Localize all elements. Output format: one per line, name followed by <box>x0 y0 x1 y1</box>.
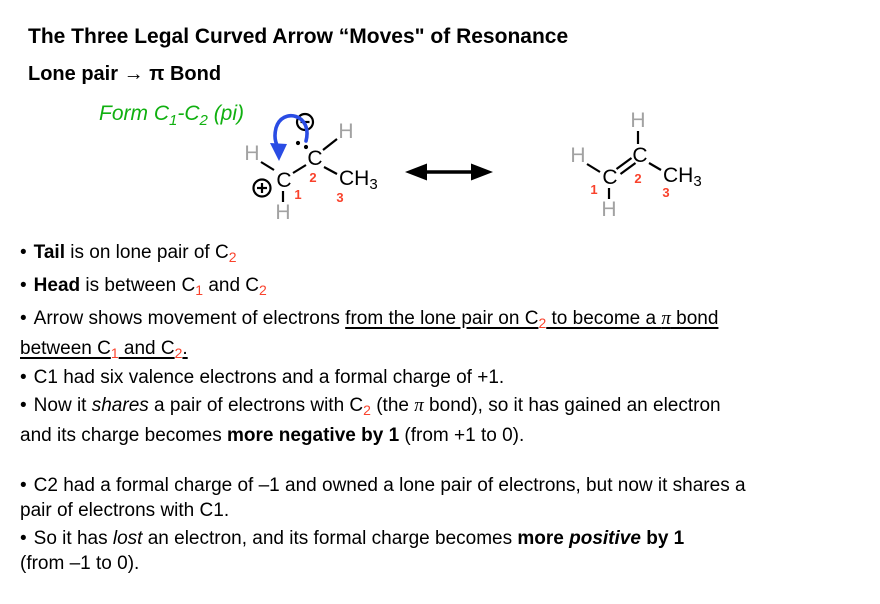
bullet-text: Head <box>33 275 81 296</box>
bullet-text: pair of electrons with C1. <box>20 500 230 521</box>
bullet-dot: • <box>20 367 27 388</box>
bullet-head: • Head is between C1 and C2 <box>20 273 865 303</box>
red-subscript: 1 <box>110 345 119 361</box>
bullet-text-italic: shares <box>91 395 149 416</box>
carbon-number-3: 3 <box>336 190 343 205</box>
bullet-text: bond), so it has gained an electron <box>423 395 721 416</box>
bond-h-c1 <box>260 161 275 171</box>
annotation-form-c1-c2-pi: Form C1-C2 (pi) <box>99 102 244 129</box>
bullet-arrow-movement: • Arrow shows movement of electrons from … <box>20 306 865 366</box>
bullet-text: between C <box>20 338 111 359</box>
bullet-c1-shares: • Now it shares a pair of electrons with … <box>20 393 865 448</box>
bullet-dot: • <box>20 242 27 263</box>
bullet-text: So it has <box>33 528 113 549</box>
lone-pair-dots-icon <box>295 140 309 150</box>
bullet-text: and C <box>203 275 260 296</box>
page-title: The Three Legal Curved Arrow “Moves" of … <box>28 25 569 48</box>
annotation-sub2: 2 <box>199 112 208 129</box>
carbon-number-1: 1 <box>590 182 597 197</box>
bullet-text: an electron, and its formal charge becom… <box>142 528 518 549</box>
bullet-text: C1 had six valence electrons and a forma… <box>33 367 505 388</box>
bullet-text: and C <box>118 338 175 359</box>
bullet-dot: • <box>20 475 27 496</box>
bullet-group-c2-explanation: • C2 had a formal charge of –1 and owned … <box>20 473 865 579</box>
atom-h-top: H <box>630 109 645 132</box>
pi-symbol: π <box>661 308 671 329</box>
atom-h-left: H <box>570 144 585 167</box>
bond-h-c1 <box>586 163 601 173</box>
atom-h-left: H <box>244 142 259 165</box>
atom-c2: C <box>307 147 322 170</box>
pi-symbol: π <box>414 395 424 416</box>
atom-c1: C <box>276 169 291 192</box>
bullet-text: . <box>182 338 188 359</box>
carbon-number-2: 2 <box>309 170 316 185</box>
double-bond-line-2 <box>619 162 637 175</box>
bullet-dot: • <box>20 528 27 549</box>
red-subscript: 2 <box>538 315 547 331</box>
positive-charge-icon <box>252 178 272 198</box>
double-bond-line-1 <box>615 157 633 170</box>
bullet-text: bond <box>670 308 719 329</box>
bullet-group-arrow-description: •Tail is on lone pair of C2 •Head is bet… <box>20 240 865 369</box>
red-subscript: 2 <box>228 249 237 265</box>
bullet-text: to become a <box>546 308 662 329</box>
bullet-c2-lost-electron: • So it has lost an electron, and its for… <box>20 526 865 576</box>
annotation-text: (pi) <box>207 102 245 125</box>
bullet-dot: • <box>20 308 27 329</box>
bullet-dot: • <box>20 275 27 296</box>
annotation-text: -C <box>177 102 200 125</box>
red-subscript: 2 <box>363 402 371 418</box>
annotation-sub1: 1 <box>169 112 178 129</box>
bullet-text: is between C <box>80 275 196 296</box>
underlined-phrase: from the lone pair on C2 to become a π b… <box>20 308 719 361</box>
bullet-text: Arrow shows movement of electrons <box>33 308 346 329</box>
bullet-group-c1-explanation: • C1 had six valence electrons and a form… <box>20 365 865 451</box>
right-structure: H C H C H CH3 1 2 3 <box>570 109 701 221</box>
bullet-text: (from +1 to 0). <box>399 425 525 446</box>
bond-c1-c2 <box>292 164 307 174</box>
atom-c2: C <box>632 144 647 167</box>
bullet-c1-valence: • C1 had six valence electrons and a form… <box>20 365 865 390</box>
atom-h-bottom: H <box>601 198 616 221</box>
bullet-text: C2 had a formal charge of –1 and owned a… <box>33 475 746 496</box>
atom-methyl: CH3 <box>339 167 378 193</box>
bullet-text-bold-italic: positive <box>569 528 641 549</box>
bullet-text: Now it <box>33 395 92 416</box>
bullet-text: (from –1 to 0). <box>20 553 140 574</box>
red-subscript: 2 <box>174 345 183 361</box>
red-subscript: 2 <box>259 282 267 298</box>
bullet-tail: • Tail is on lone pair of C2 <box>20 240 865 270</box>
structure-diagram: C C H H H CH3 1 2 3 H C H <box>244 109 701 224</box>
bullet-text: and its charge becomes <box>20 425 228 446</box>
bullet-text-bold: more <box>517 528 570 549</box>
bullet-text: (the <box>370 395 415 416</box>
bullet-text: Tail <box>33 242 65 263</box>
atom-c1: C <box>602 166 617 189</box>
bullet-text-italic: lost <box>112 528 143 549</box>
carbon-number-2: 2 <box>634 171 641 186</box>
bullet-text: from the lone pair on C <box>345 308 539 329</box>
bullet-text-bold: more negative by 1 <box>227 425 400 446</box>
carbon-number-1: 1 <box>294 187 301 202</box>
subtitle-lone-pair-pi-bond: Lone pair → π Bond <box>28 63 222 85</box>
bond-c2-ch3 <box>323 166 338 175</box>
atom-h-bottom: H <box>275 201 290 224</box>
bullet-text: is on lone pair of C <box>64 242 229 263</box>
carbon-number-3: 3 <box>662 185 669 200</box>
red-subscript: 1 <box>195 282 204 298</box>
bond-c2-ch3 <box>648 162 662 171</box>
bullet-dot: • <box>20 395 27 416</box>
annotation-text: Form C <box>99 102 169 125</box>
atom-methyl: CH3 <box>663 164 702 190</box>
bond-c2-h <box>322 138 338 151</box>
left-structure: C C H H H CH3 1 2 3 <box>244 112 378 224</box>
atom-h-top-right: H <box>338 120 353 143</box>
bullet-text-bold: by 1 <box>640 528 685 549</box>
bullet-c2-formal-charge: • C2 had a formal charge of –1 and owned … <box>20 473 865 523</box>
resonance-arrow-icon <box>405 163 493 181</box>
curved-arrow-icon <box>270 113 309 161</box>
bullet-text: a pair of electrons with C <box>148 395 364 416</box>
